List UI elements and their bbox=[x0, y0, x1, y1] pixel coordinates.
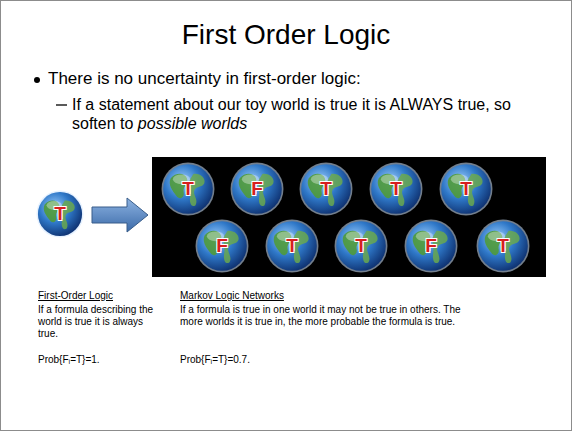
column-heading: First-Order Logic bbox=[38, 290, 173, 302]
worlds-panel bbox=[152, 157, 546, 277]
truth-value: T bbox=[161, 162, 215, 216]
world-globe: T bbox=[369, 162, 423, 216]
truth-value: T bbox=[265, 219, 319, 273]
truth-value: T bbox=[36, 190, 84, 238]
truth-value: T bbox=[334, 219, 388, 273]
sub-bullet-text: If a statement about our toy world is tr… bbox=[72, 95, 547, 133]
world-globe: T bbox=[439, 162, 493, 216]
truth-value: F bbox=[404, 219, 458, 273]
truth-value: F bbox=[195, 219, 249, 273]
world-globe: F bbox=[230, 162, 284, 216]
truth-value: F bbox=[230, 162, 284, 216]
truth-value: T bbox=[439, 162, 493, 216]
slide-title: First Order Logic bbox=[0, 18, 572, 52]
block-arrow bbox=[92, 198, 148, 232]
bullet-dot bbox=[34, 77, 40, 83]
probability-text: Prob{Fᵢ=T}=1. bbox=[38, 354, 173, 366]
truth-value: T bbox=[476, 219, 530, 273]
truth-value: T bbox=[299, 162, 353, 216]
world-globe: T bbox=[161, 162, 215, 216]
probability-text: Prob{Fᵢ=T}=0.7. bbox=[180, 354, 380, 366]
sub-bullet-dash bbox=[56, 104, 67, 105]
emphasis-text: possible worlds bbox=[138, 115, 247, 132]
bullet-text: There is no uncertainty in first-order l… bbox=[48, 69, 558, 89]
world-globe: T bbox=[334, 219, 388, 273]
world-globe: T bbox=[476, 219, 530, 273]
world-globe: F bbox=[404, 219, 458, 273]
truth-value: T bbox=[369, 162, 423, 216]
column-heading: Markov Logic Networks bbox=[180, 290, 540, 302]
column-text: If a formula is true in one world it may… bbox=[180, 304, 480, 328]
column-text: If a formula describing the world is tru… bbox=[38, 304, 160, 340]
world-globe: T bbox=[265, 219, 319, 273]
world-globe: T bbox=[36, 190, 84, 238]
world-globe: F bbox=[195, 219, 249, 273]
world-globe: T bbox=[299, 162, 353, 216]
